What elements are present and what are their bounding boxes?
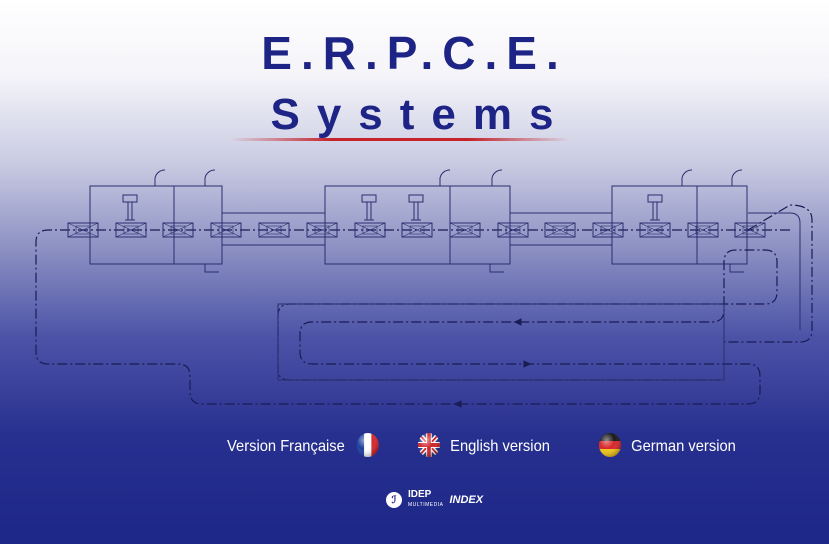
uk-flag-icon	[417, 432, 441, 463]
conveyor-system-diagram	[35, 169, 813, 408]
french-version-link[interactable]: Version Française	[227, 432, 380, 463]
title-systems: Systems	[270, 90, 571, 139]
multimedia-logo-text: MULTIMEDIA	[408, 502, 444, 508]
english-version-link[interactable]: English version	[417, 432, 550, 463]
round-logo-icon: ℐ	[386, 492, 402, 508]
index-logo: INDEX	[449, 494, 484, 506]
idep-multimedia-logo: IDEP MULTIMEDIA	[408, 490, 443, 510]
french-version-label: Version Française	[227, 438, 345, 455]
idep-logo-text: IDEP	[408, 489, 432, 500]
round-logo-glyph: ℐ	[391, 494, 397, 506]
title-underline	[230, 138, 570, 141]
title-erpce: E.R.P.C.E.	[261, 27, 568, 79]
germany-flag-icon	[598, 432, 622, 463]
france-flag-icon	[356, 432, 380, 463]
german-version-link[interactable]: German version	[598, 432, 736, 463]
english-version-label: English version	[450, 438, 550, 455]
german-version-label: German version	[631, 438, 736, 455]
footer-logos: ℐ IDEP MULTIMEDIA INDEX	[386, 490, 483, 510]
